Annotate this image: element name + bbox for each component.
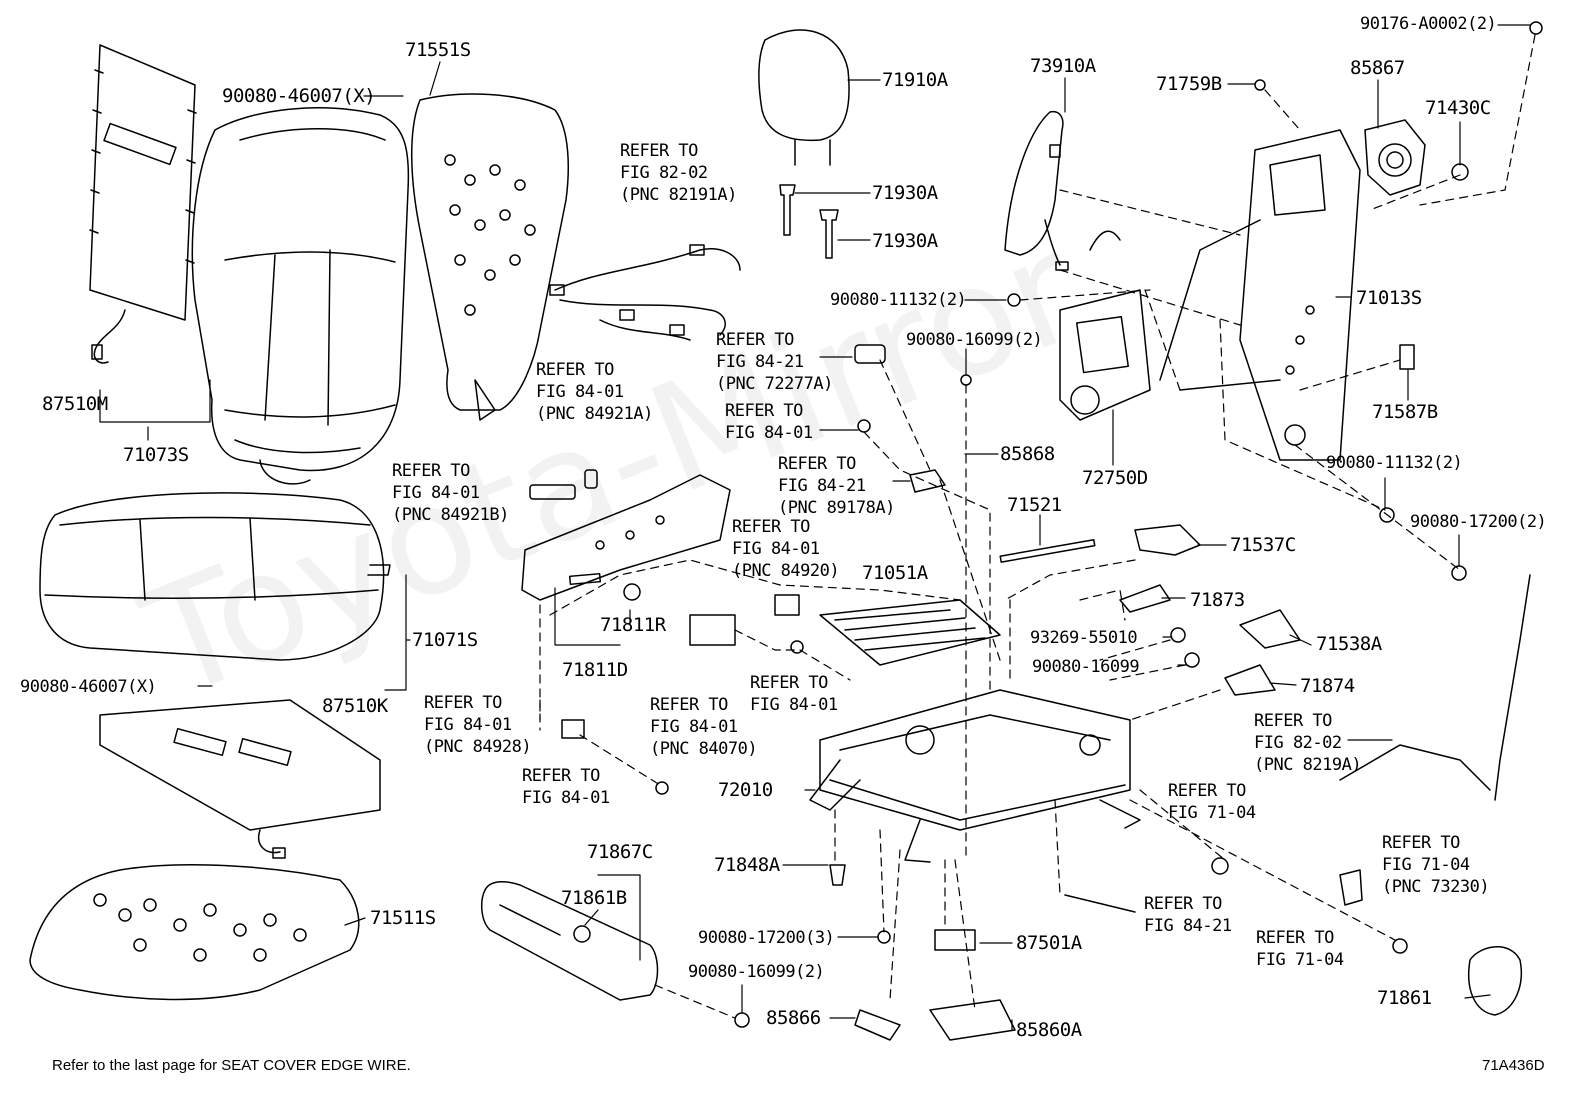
refer-label-84920[interactable]: REFER TO FIG 84-01 (PNC 84920) [732, 517, 840, 581]
refer-label-84921A[interactable]: REFER TO FIG 84-01 (PNC 84921A) [536, 360, 653, 424]
wire-harness-illustration [549, 244, 741, 341]
refer-label-82191A[interactable]: REFER TO FIG 82-02 (PNC 82191A) [620, 141, 737, 205]
leader-lines [99, 24, 1531, 1031]
refer-label-73230[interactable]: REFER TO FIG 71-04 (PNC 73230) [1382, 833, 1490, 897]
figure-code: 71A436D [1482, 1057, 1545, 1074]
refer-label-84-01-b[interactable]: REFER TO FIG 84-01 [750, 673, 838, 715]
side-airbag-illustration [1004, 110, 1069, 271]
side-shield-illustration [521, 474, 731, 601]
refer-label-89178A[interactable]: REFER TO FIG 84-21 (PNC 89178A) [778, 454, 895, 518]
part-label-87510M[interactable]: 87510M [42, 393, 108, 415]
front-cover-illustration [480, 880, 659, 1001]
seat-blower-illustration [1364, 119, 1426, 196]
part-label-71759B[interactable]: 71759B [1156, 73, 1222, 95]
part-label-71521[interactable]: 71521 [1007, 494, 1062, 516]
part-label-71861B[interactable]: 71861B [561, 887, 627, 909]
part-label-71861[interactable]: 71861 [1377, 987, 1432, 1009]
refer-label-72277A[interactable]: REFER TO FIG 84-21 (PNC 72277A) [716, 330, 833, 394]
part-label-71910A[interactable]: 71910A [882, 69, 948, 91]
refer-label-84-21[interactable]: REFER TO FIG 84-21 [1144, 894, 1232, 936]
part-label-90080-11132-upper[interactable]: 90080-11132(2) [830, 290, 967, 310]
part-label-85860A[interactable]: 85860A [1016, 1019, 1082, 1041]
part-label-71430C[interactable]: 71430C [1425, 97, 1491, 119]
part-label-71538A[interactable]: 71538A [1316, 633, 1382, 655]
part-label-71930A-upper[interactable]: 71930A [872, 182, 938, 204]
part-label-85867[interactable]: 85867 [1350, 57, 1405, 79]
part-label-71071S[interactable]: 71071S [412, 629, 478, 651]
refer-label-84-01-c[interactable]: REFER TO FIG 84-01 [522, 766, 610, 808]
part-label-87501A[interactable]: 87501A [1016, 932, 1082, 954]
part-label-90080-16099[interactable]: 90080-16099 [1032, 657, 1140, 677]
seat-cushion-cover-illustration [39, 492, 391, 661]
seatback-frame-illustration [1159, 129, 1361, 461]
refer-label-71-04-a[interactable]: REFER TO FIG 71-04 [1168, 781, 1256, 823]
headrest-support-illustration [779, 184, 839, 259]
refer-label-84070[interactable]: REFER TO FIG 84-01 (PNC 84070) [650, 695, 758, 759]
refer-label-8219A[interactable]: REFER TO FIG 82-02 (PNC 8219A) [1254, 711, 1362, 775]
footer-note: Refer to the last page for SEAT COVER ED… [52, 1057, 411, 1074]
part-label-90080-17200-2[interactable]: 90080-17200(2) [1410, 512, 1547, 532]
headrest-illustration [758, 29, 850, 166]
seat-cushion-pad-illustration [29, 864, 360, 1001]
part-label-85868[interactable]: 85868 [1000, 443, 1055, 465]
part-label-71537C[interactable]: 71537C [1230, 534, 1296, 556]
part-label-71811D[interactable]: 71811D [562, 659, 628, 681]
refer-label-71-04-b[interactable]: REFER TO FIG 71-04 [1256, 928, 1344, 970]
part-label-90080-11132-lower[interactable]: 90080-11132(2) [1326, 453, 1463, 473]
part-label-93269-55010[interactable]: 93269-55010 [1030, 628, 1138, 648]
refer-label-84928[interactable]: REFER TO FIG 84-01 (PNC 84928) [424, 693, 532, 757]
part-label-71930A-lower[interactable]: 71930A [872, 230, 938, 252]
part-label-71873[interactable]: 71873 [1190, 589, 1245, 611]
part-label-90080-16099-lower[interactable]: 90080-16099(2) [688, 962, 825, 982]
part-label-90080-17200-3[interactable]: 90080-17200(3) [698, 928, 835, 948]
seat-spring-illustration [819, 599, 1001, 666]
part-label-73910A[interactable]: 73910A [1030, 55, 1096, 77]
part-label-71073S[interactable]: 71073S [123, 444, 189, 466]
part-label-71551S[interactable]: 71551S [405, 39, 471, 61]
refer-label-84-01-a[interactable]: REFER TO FIG 84-01 [725, 401, 813, 443]
part-label-90080-16099-upper[interactable]: 90080-16099(2) [906, 330, 1043, 350]
part-label-90080-46007-mid[interactable]: 90080-46007(X) [20, 677, 157, 697]
lumbar-mechanism-illustration [1059, 230, 1151, 421]
seat-track-illustration [809, 689, 1141, 863]
part-label-71867C[interactable]: 71867C [587, 841, 653, 863]
seat-back-cover-illustration [191, 107, 410, 485]
seat-back-heater-illustration [89, 44, 197, 364]
part-label-71874[interactable]: 71874 [1300, 675, 1355, 697]
part-label-71848A[interactable]: 71848A [714, 854, 780, 876]
part-label-90080-46007-top[interactable]: 90080-46007(X) [222, 85, 376, 107]
part-label-85866[interactable]: 85866 [766, 1007, 821, 1029]
part-label-72750D[interactable]: 72750D [1082, 467, 1148, 489]
part-label-71013S[interactable]: 71013S [1356, 287, 1422, 309]
part-label-71051A[interactable]: 71051A [862, 562, 928, 584]
part-label-71587B[interactable]: 71587B [1372, 401, 1438, 423]
seat-cushion-heater-illustration [99, 699, 381, 859]
part-label-71811R[interactable]: 71811R [600, 614, 666, 636]
seat-back-pad-illustration [411, 93, 569, 421]
assembly-dashed-lines [539, 34, 1536, 1019]
part-label-71511S[interactable]: 71511S [370, 907, 436, 929]
part-label-87510K[interactable]: 87510K [322, 695, 388, 717]
part-label-72010[interactable]: 72010 [718, 779, 773, 801]
refer-label-84921B[interactable]: REFER TO FIG 84-01 (PNC 84921B) [392, 461, 509, 525]
part-label-90176-A0002[interactable]: 90176-A0002(2) [1360, 14, 1497, 34]
